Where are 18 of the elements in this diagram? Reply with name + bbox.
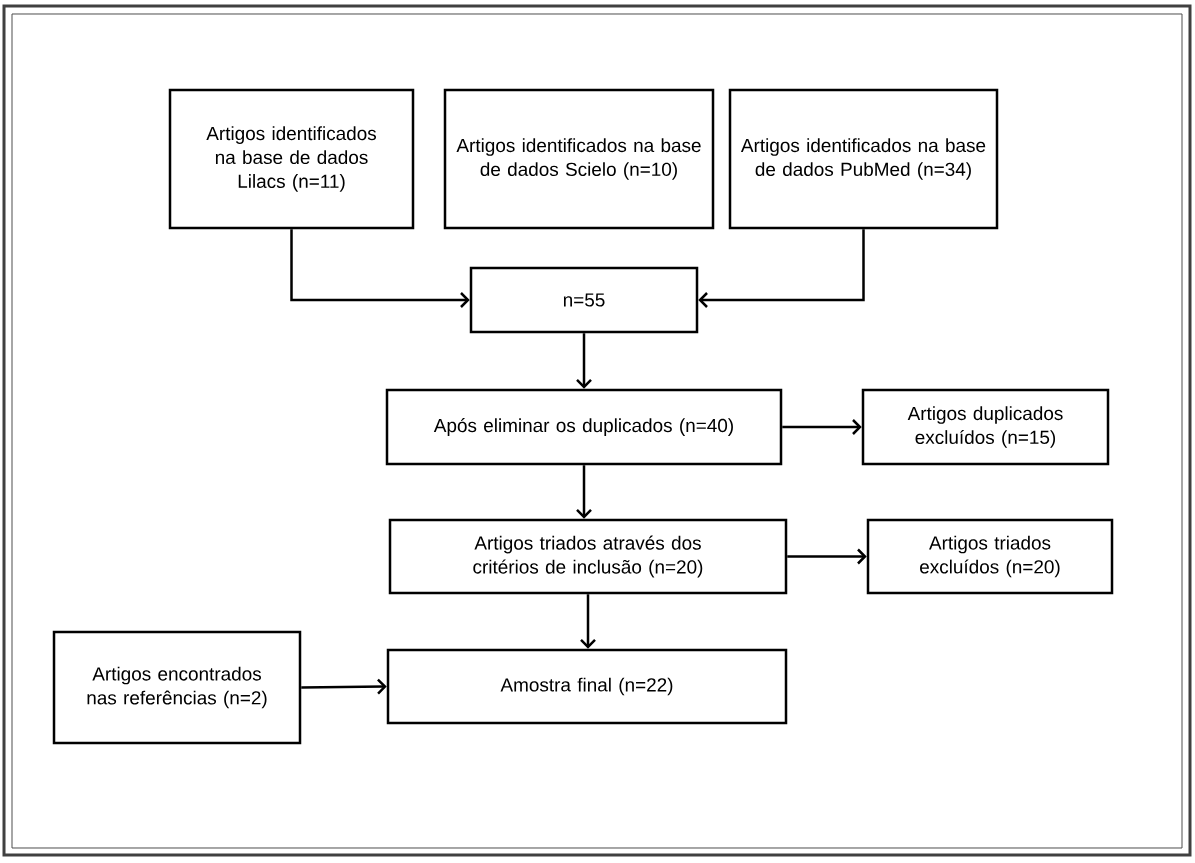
- process-box: Amostra final (n=22): [386, 648, 788, 725]
- arrow: [580, 594, 596, 649]
- process-box: Artigos encontrados nas referências (n=2): [52, 630, 302, 745]
- process-box: Artigos duplicados excluídos (n=15): [861, 388, 1110, 466]
- process-box: Artigos triados excluídos (n=20): [866, 518, 1114, 595]
- arrow: [576, 465, 592, 519]
- arrow: [782, 419, 862, 435]
- process-box: Artigos identificados na base de dados Lilacs (n=11): [168, 88, 415, 230]
- arrow: [290, 229, 470, 308]
- process-box: Artigos triados através dos critérios de inclusão (n=20): [388, 518, 788, 595]
- arrow: [301, 678, 387, 695]
- process-box: Após eliminar os duplicados (n=40): [385, 388, 783, 466]
- arrow: [698, 229, 865, 308]
- arrow: [576, 333, 592, 389]
- process-box: Artigos identificados na base de dados Scielo (n=10): [443, 88, 715, 230]
- arrow: [787, 548, 867, 565]
- process-box: n=55: [469, 266, 699, 334]
- process-box: Artigos identificados na base de dados PubMed (n=34): [728, 88, 999, 230]
